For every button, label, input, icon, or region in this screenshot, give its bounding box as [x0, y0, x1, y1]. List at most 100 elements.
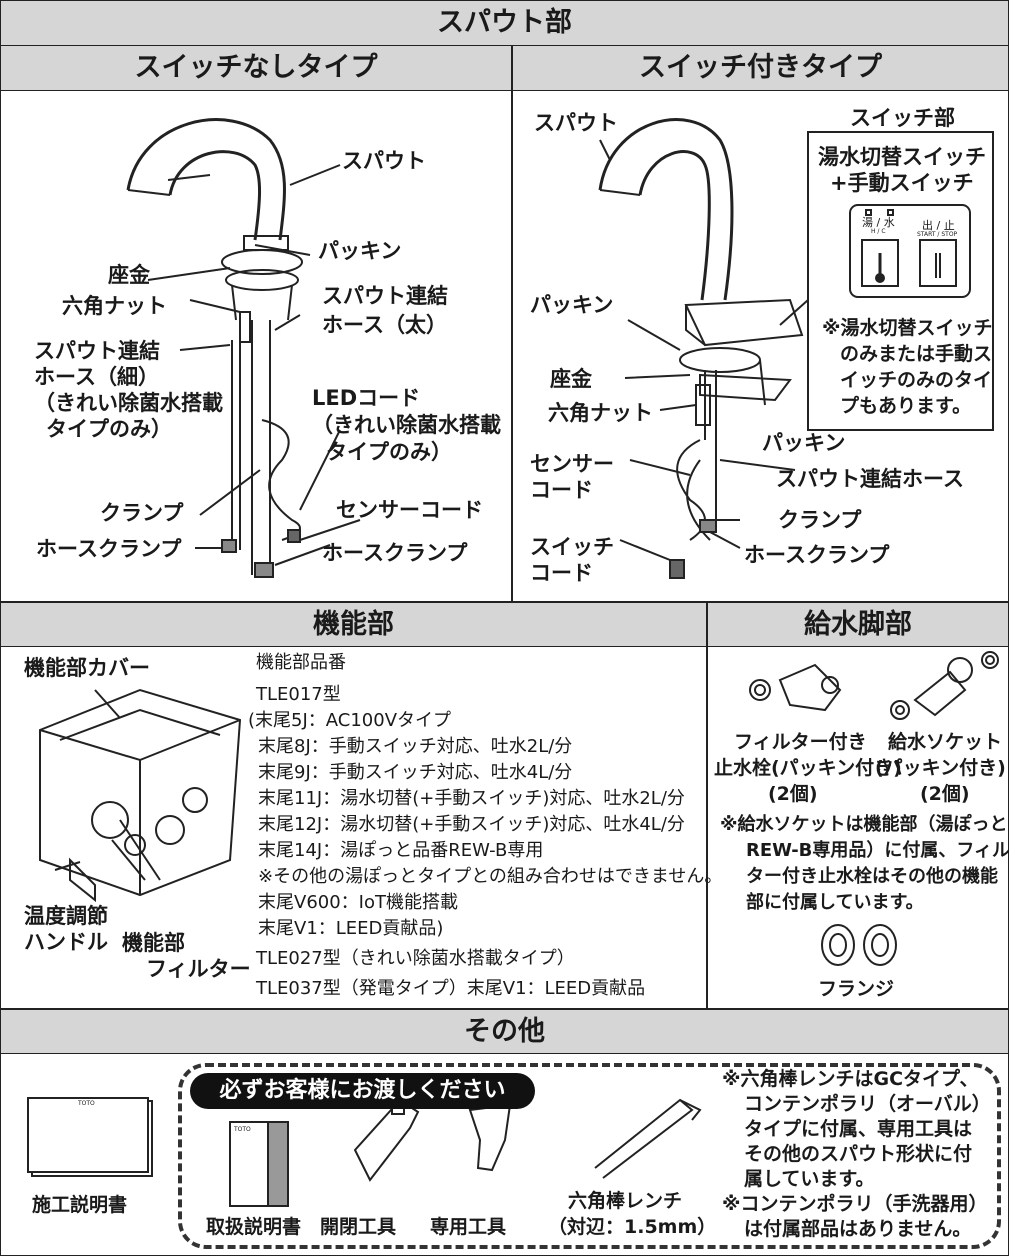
function-line: 末尾14J：湯ぽっと品番REW-B専用 — [258, 840, 544, 861]
label-hose-thin-1: スパウト連結 — [34, 339, 160, 363]
label-spout-right: スパウト — [534, 111, 618, 135]
customer-handover-box — [178, 1063, 1001, 1249]
others-note: は付属部品はありません。 — [744, 1218, 972, 1240]
switch-note-4: プもあります。 — [840, 395, 972, 417]
toto-logo: TOTO — [234, 1126, 251, 1133]
with-switch-header: スイッチ付きタイプ — [513, 46, 1008, 91]
label-hose-right: スパウト連結ホース — [776, 467, 964, 491]
label-led-3: タイプのみ） — [326, 440, 452, 464]
hot-cold-label: 湯 / 水 — [862, 216, 895, 229]
label-hose-clamp-b: ホースクランプ — [322, 541, 468, 565]
label-led-1: LEDコード — [312, 386, 421, 410]
function-line: TLE017型 — [256, 684, 341, 705]
supply-note: REW-B専用品）に付属、フィル — [746, 840, 1009, 861]
label-socket-2: (パッキン付き) — [875, 757, 1006, 779]
label-flange: フランジ — [818, 978, 895, 1000]
label-hex-nut-right: 六角ナット — [548, 401, 653, 425]
label-filter-valve-1: フィルター付き — [734, 731, 867, 753]
supply-note: ター付き止水栓はその他の機能 — [746, 866, 998, 887]
label-special-tool: 専用工具 — [430, 1216, 507, 1238]
label-socket-1: 給水ソケット — [888, 731, 1003, 753]
divider — [0, 1008, 1009, 1010]
label-switch-desc-2: +手動スイッチ — [830, 171, 974, 195]
others-note: その他のスパウト形状に付 — [744, 1143, 973, 1165]
label-switch-part: スイッチ部 — [850, 106, 955, 130]
start-stop-small: START / STOP — [917, 231, 958, 238]
label-clamp: クランプ — [100, 501, 184, 525]
label-switch-cord-2: コード — [530, 561, 593, 585]
label-filter-valve-3: (2個) — [768, 783, 818, 805]
function-line: TLE037型（発電タイプ）末尾V1：LEED貢献品 — [256, 978, 646, 999]
label-hose-thin-2: ホース（細） — [34, 365, 159, 389]
others-note: 属しています。 — [744, 1168, 875, 1190]
toto-logo: TOTO — [78, 1100, 95, 1107]
label-hose-thick-2: ホース（太） — [322, 313, 447, 337]
label-packing: パッキン — [318, 239, 402, 263]
label-filter-valve-2: 止水栓(パッキン付き) — [714, 757, 902, 779]
label-switch-desc-1: 湯水切替スイッチ — [818, 145, 986, 169]
left-spout-illustration — [126, 118, 361, 578]
function-line: ※その他の湯ぽっとタイプとの組み合わせはできません。 — [258, 866, 723, 887]
function-line: 末尾9J：手動スイッチ対応、吐水4L/分 — [258, 762, 573, 783]
label-hose-thick-1: スパウト連結 — [322, 284, 448, 308]
label-filter-2: フィルター — [146, 957, 251, 981]
label-hose-clamp-right: ホースクランプ — [744, 543, 890, 567]
others-illustration — [27, 1097, 702, 1207]
label-wrench-1: 六角棒レンチ — [568, 1190, 683, 1212]
label-manual: 取扱説明書 — [206, 1216, 302, 1238]
label-temp-1: 温度調節 — [24, 904, 108, 928]
function-line: (末尾5J：AC100Vタイプ — [248, 710, 452, 731]
handover-notice: 必ずお客様にお渡しください — [190, 1073, 535, 1109]
label-filter-1: 機能部 — [122, 931, 185, 955]
label-wrench-2: （対辺：1.5mm） — [548, 1216, 717, 1238]
supply-header: 給水脚部 — [708, 603, 1008, 647]
label-hose-thin-3: （きれい除菌水搭載 — [34, 391, 223, 415]
others-note: コンテンポラリ（オーバル） — [744, 1093, 991, 1115]
switch-note-3: イッチのみのタイ — [840, 369, 993, 391]
label-packing-bottom: パッキン — [762, 431, 846, 455]
label-install-manual: 施工説明書 — [32, 1194, 128, 1216]
label-temp-2: ハンドル — [24, 930, 108, 954]
label-washer-right: 座金 — [550, 367, 592, 391]
label-switch-cord-1: スイッチ — [530, 535, 614, 559]
label-sensor-cord: センサーコード — [336, 498, 483, 522]
function-line: 機能部品番 — [256, 652, 346, 673]
label-washer: 座金 — [108, 263, 150, 287]
label-spout: スパウト — [342, 149, 426, 173]
divider — [0, 601, 1009, 603]
function-line: 末尾V1：LEED貢献品) — [258, 918, 444, 939]
label-led-2: （きれい除菌水搭載 — [312, 413, 501, 437]
label-hose-clamp-a: ホースクランプ — [36, 537, 182, 561]
supply-note: ※給水ソケットは機能部（湯ぽっと — [720, 814, 1008, 835]
switch-note-1: ※湯水切替スイッチ — [822, 317, 993, 339]
no-switch-header: スイッチなしタイプ — [1, 46, 511, 91]
function-line: 末尾8J：手動スイッチ対応、吐水2L/分 — [258, 736, 573, 757]
supply-note: 部に付属しています。 — [746, 892, 924, 913]
function-line: 末尾11J：湯水切替(+手動スイッチ)対応、吐水2L/分 — [258, 788, 685, 809]
switch-note-2: のみまたは手動ス — [840, 343, 993, 365]
hot-cold-small: H / C — [871, 228, 886, 235]
start-stop-label: 出 / 止 — [922, 219, 955, 232]
divider — [706, 603, 708, 1009]
others-header: その他 — [1, 1010, 1008, 1054]
label-hose-thin-4: タイプのみ） — [46, 417, 172, 441]
function-line: TLE027型（きれい除菌水搭載タイプ） — [256, 948, 575, 969]
label-sensor-2: コード — [530, 478, 593, 502]
function-line: 末尾V600：IoT機能搭載 — [258, 892, 458, 913]
label-packing-top: パッキン — [530, 293, 614, 317]
others-note: ※コンテンポラリ（手洗器用） — [722, 1193, 988, 1215]
spout-section-header: スパウト部 — [1, 1, 1008, 46]
function-unit-illustration — [39, 688, 242, 903]
supply-parts-illustration — [749, 651, 999, 966]
others-note: ※六角棒レンチはGCタイプ、 — [722, 1068, 979, 1090]
label-open-tool: 開閉工具 — [320, 1216, 397, 1238]
function-header: 機能部 — [1, 603, 706, 647]
divider — [511, 46, 513, 602]
others-note: タイプに付属、専用工具は — [744, 1118, 973, 1140]
label-clamp-right: クランプ — [778, 508, 862, 532]
label-socket-3: (2個) — [920, 783, 970, 805]
right-spout-illustration — [598, 118, 994, 579]
label-function-cover: 機能部カバー — [24, 656, 150, 680]
label-hex-nut: 六角ナット — [62, 294, 167, 318]
